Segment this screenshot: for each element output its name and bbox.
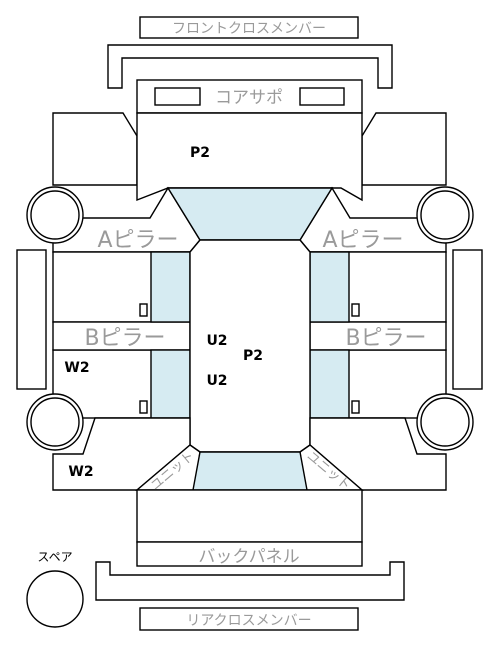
roof-code-bottom: U2 <box>206 373 227 389</box>
right-front-wheel-rim <box>420 190 470 240</box>
left-headlight[interactable] <box>154 87 201 106</box>
rear-bumper[interactable] <box>95 561 405 601</box>
left-rear-wheel-rim <box>30 397 80 447</box>
left-rear-window[interactable] <box>150 349 191 419</box>
left-rear-door-handle[interactable] <box>139 400 148 414</box>
roof-code-center: P2 <box>243 348 263 364</box>
trunk-lid[interactable] <box>136 489 363 543</box>
spare-label: スペア <box>37 550 72 564</box>
left-front-door-handle[interactable] <box>139 303 148 317</box>
right-side-sill[interactable] <box>452 249 483 390</box>
back-panel-label: バックパネル <box>198 547 299 567</box>
spare-tire[interactable] <box>26 570 84 628</box>
right-rear-door-handle[interactable] <box>351 400 360 414</box>
right-rear-fender[interactable] <box>309 417 447 491</box>
right-rear-window[interactable] <box>309 349 350 419</box>
left-front-wheel-rim <box>30 190 80 240</box>
hood-panel[interactable] <box>136 112 363 202</box>
front-cross-member-label: フロントクロスメンバー <box>172 21 326 37</box>
right-front-window[interactable] <box>309 251 350 323</box>
hood-code: P2 <box>190 145 210 161</box>
left-front-wheel[interactable] <box>26 186 84 244</box>
b-pillar-left-label: Bピラー <box>84 326 165 351</box>
rear-cross-member-label: リアクロスメンバー <box>186 613 311 629</box>
back-panel[interactable] <box>136 541 363 567</box>
left-rear-fender[interactable] <box>52 417 191 491</box>
left-rear-fender-code: W2 <box>68 464 93 480</box>
a-pillar-left-label: Aピラー <box>97 228 178 253</box>
rear-cross-member-box[interactable] <box>139 607 359 631</box>
a-pillar-right-label: Aピラー <box>322 228 403 253</box>
rear-window[interactable] <box>192 451 308 491</box>
b-pillar-right-label: Bピラー <box>345 326 426 351</box>
left-front-fender[interactable] <box>52 112 138 186</box>
right-front-wheel[interactable] <box>416 186 474 244</box>
left-rear-door-code: W2 <box>64 360 89 376</box>
right-b-pillar[interactable] <box>309 321 447 351</box>
left-side-sill[interactable] <box>16 249 47 390</box>
right-rear-wheel-rim <box>420 397 470 447</box>
right-headlight[interactable] <box>299 87 345 106</box>
core-support-label: コアサポ <box>215 88 283 108</box>
left-b-pillar[interactable] <box>52 321 191 351</box>
left-front-window[interactable] <box>150 251 191 323</box>
front-cross-member-box[interactable] <box>139 16 359 39</box>
right-rear-wheel[interactable] <box>416 393 474 451</box>
right-front-door-handle[interactable] <box>351 303 360 317</box>
roof-code-top: U2 <box>206 333 227 349</box>
right-front-fender[interactable] <box>361 112 447 186</box>
front-bumper[interactable] <box>107 44 393 89</box>
left-rear-wheel[interactable] <box>26 393 84 451</box>
